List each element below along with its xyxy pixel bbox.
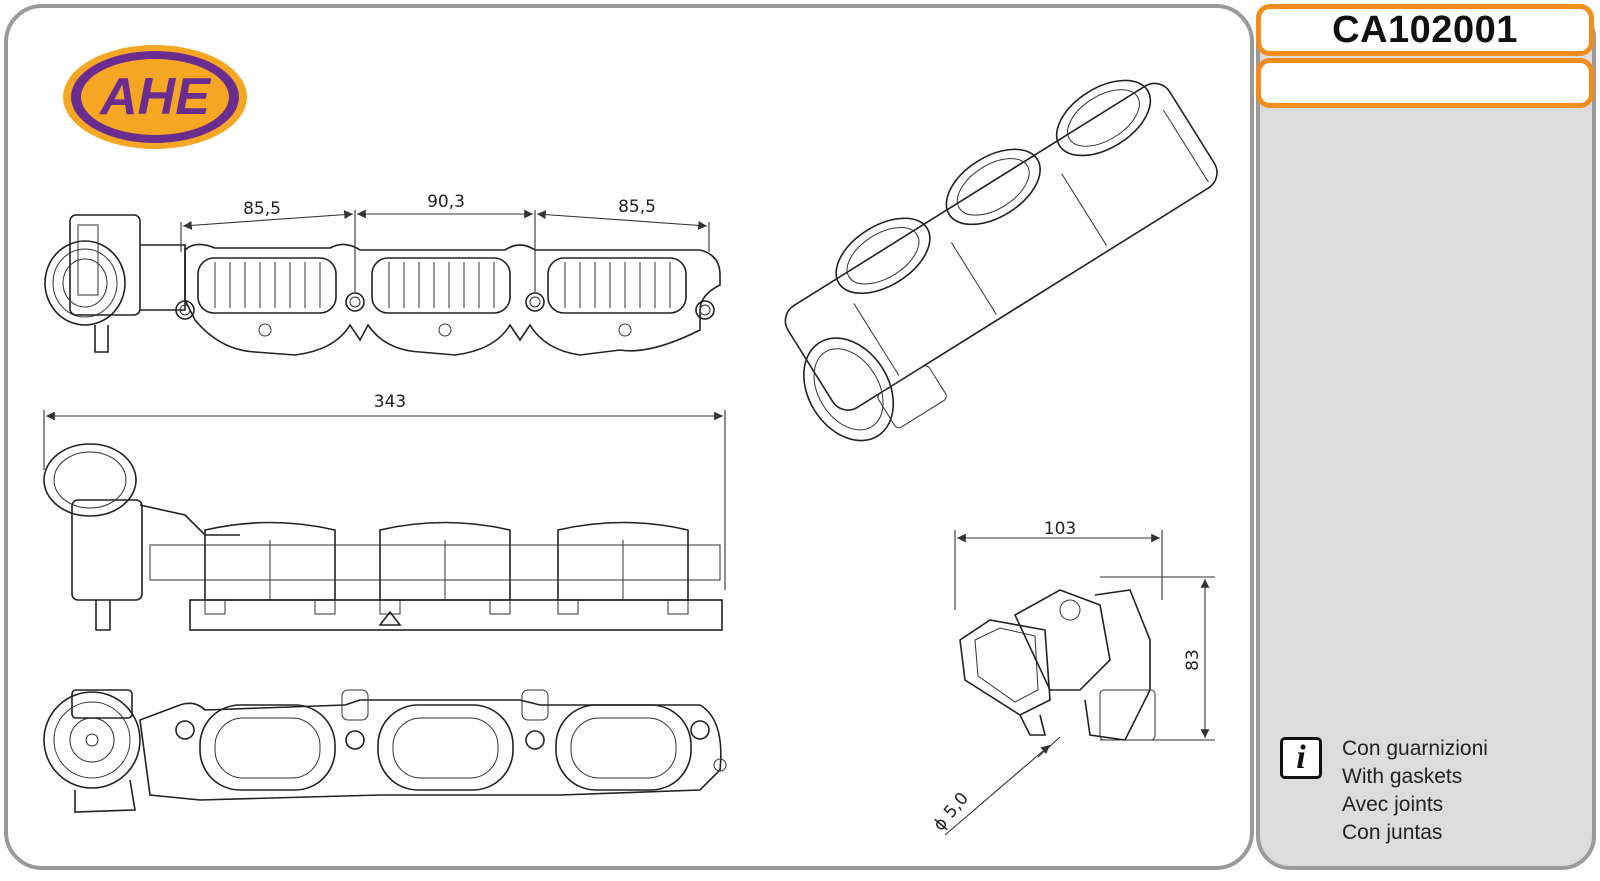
isometric-view-drawing — [784, 79, 1218, 442]
ahe-logo: AHE — [63, 45, 247, 149]
dimension-spacing-1: 85,5 — [243, 199, 281, 219]
notes-list: Con guarnizioni With gaskets Avec joints… — [1342, 735, 1488, 847]
notes-section: i Con guarnizioni With gaskets Avec join… — [1280, 735, 1488, 847]
dimension-height: 83 — [1183, 649, 1203, 671]
note-line: Con juntas — [1342, 821, 1443, 844]
dimension-spacing-3: 85,5 — [618, 197, 656, 217]
product-code-box: CA102001 — [1256, 4, 1594, 56]
dimension-spacing-2: 90,3 — [427, 192, 465, 212]
note-line: Avec joints — [1342, 793, 1444, 816]
info-icon: i — [1280, 737, 1322, 779]
top-view-drawing — [44, 209, 721, 356]
note-line: Con guarnizioni — [1342, 737, 1488, 760]
dimension-overall-length: 343 — [374, 392, 406, 412]
bottom-view-drawing — [43, 689, 727, 813]
dimension-width: 103 — [1044, 519, 1076, 539]
logo-text: AHE — [98, 68, 211, 126]
note-line: With gaskets — [1342, 765, 1463, 788]
product-code: CA102001 — [1332, 8, 1518, 51]
product-description-box — [1256, 58, 1594, 108]
dimension-diameter: ϕ 5,0 — [929, 789, 972, 835]
end-view-drawing — [944, 530, 1215, 836]
side-view-drawing — [43, 410, 726, 631]
info-side-panel — [1256, 4, 1596, 870]
